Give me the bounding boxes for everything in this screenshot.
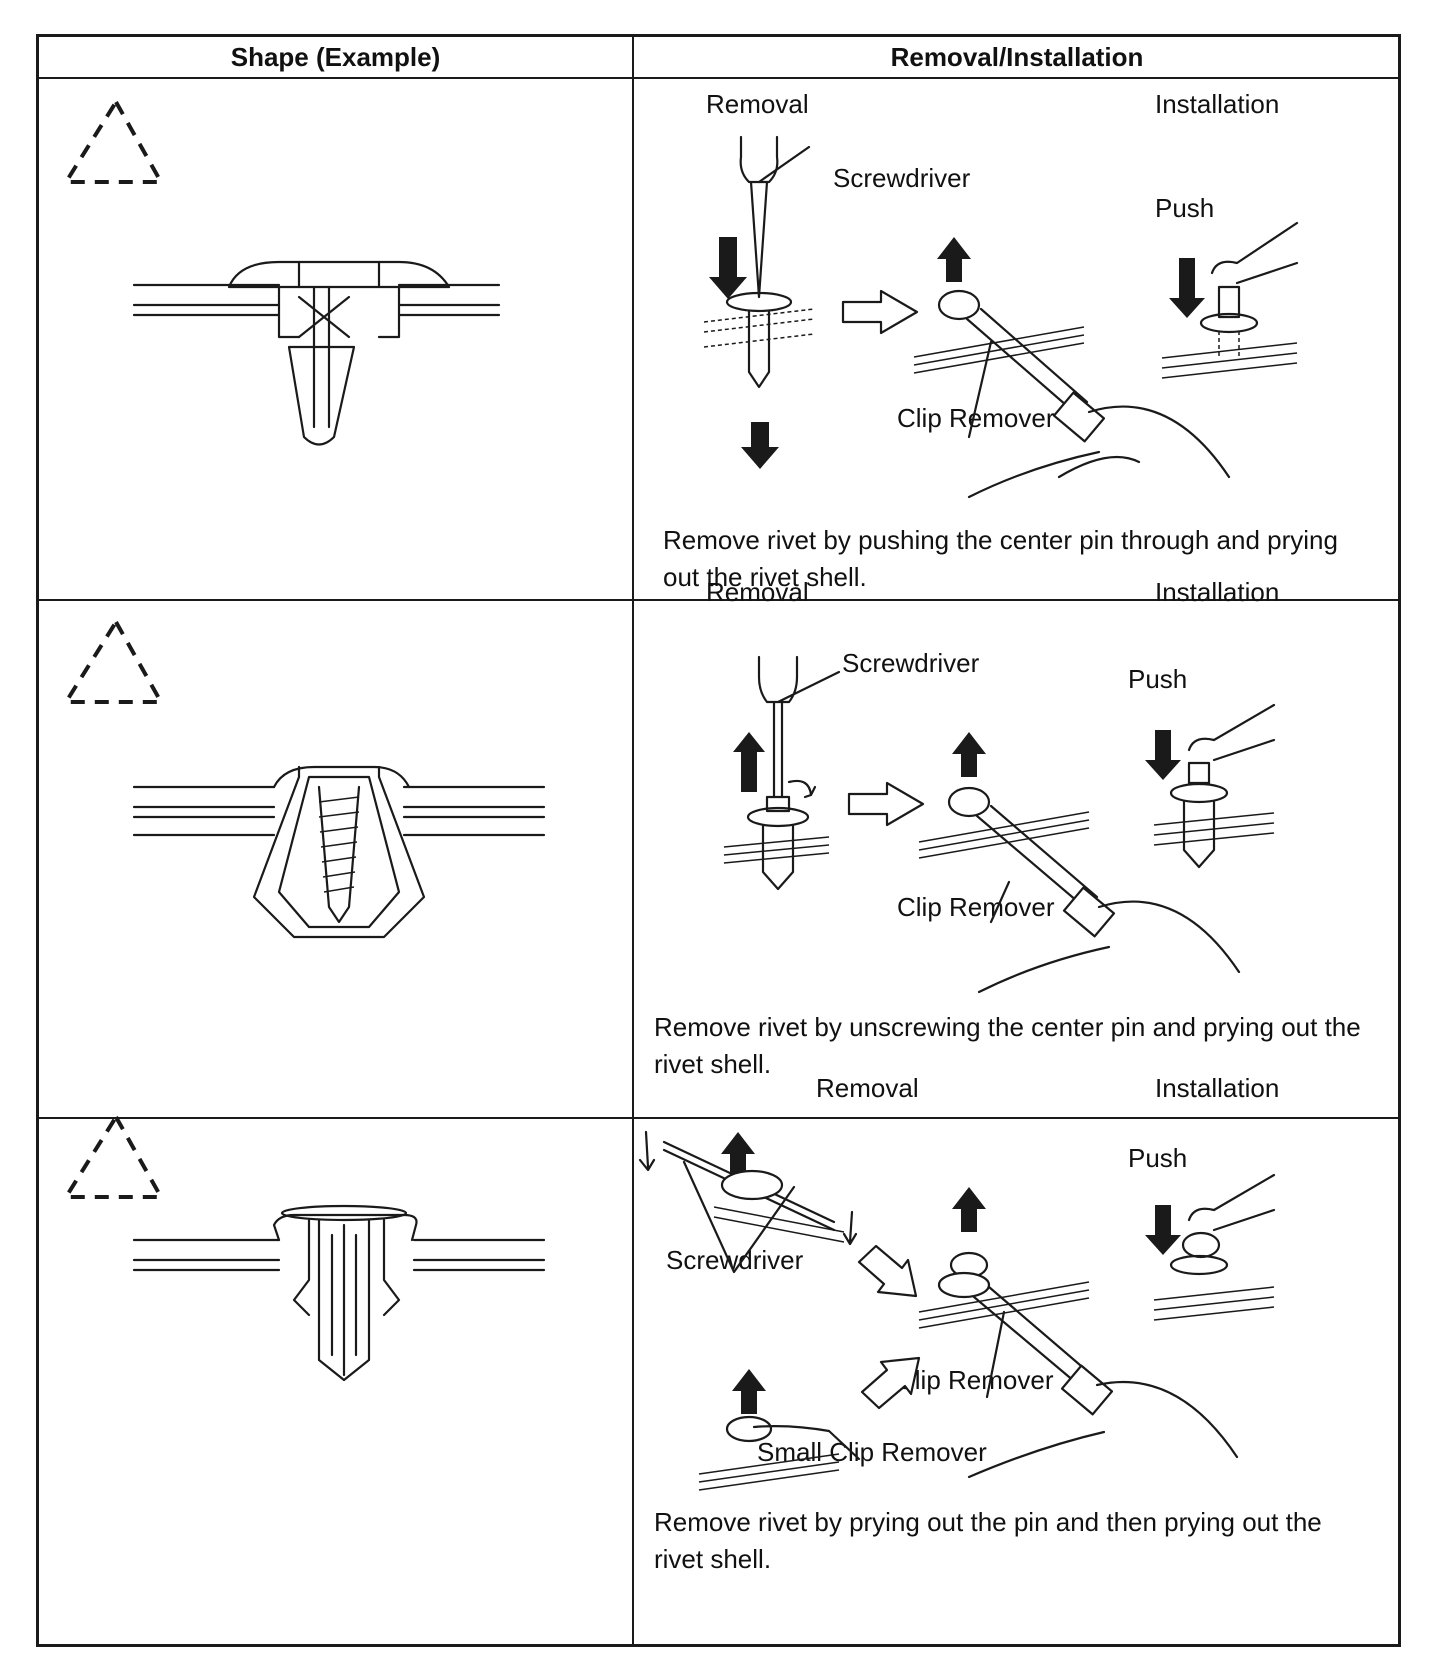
- description-row-1: Remove rivet by pushing the center pin t…: [663, 525, 1338, 592]
- removal-illustration-2: [723, 655, 841, 891]
- clip-remover-illustration-1: [913, 237, 1231, 499]
- arrow-right-icon: [841, 289, 919, 335]
- row-divider-1: [39, 599, 1398, 601]
- rivet-screw-type-diagram: [132, 765, 546, 939]
- header-shape: Shape (Example): [230, 42, 441, 72]
- header-divider: [39, 77, 1398, 79]
- removal-illustration-1: [703, 135, 815, 469]
- small-clip-remover-illustration-3: [698, 1369, 861, 1491]
- installation-illustration-1: [1161, 221, 1299, 379]
- column-divider: [632, 37, 634, 1644]
- label-push-1: Push: [1155, 193, 1215, 223]
- label-installation-2: Installation: [1155, 577, 1280, 607]
- rivet-push-type-diagram: [132, 260, 501, 446]
- row-divider-2: [39, 1117, 1398, 1119]
- label-installation-1: Installation: [1155, 89, 1280, 119]
- installation-illustration-2: [1145, 703, 1276, 869]
- arrow-diagonal-down-icon: [857, 1244, 918, 1298]
- warning-triangle-icon: [62, 618, 165, 704]
- clip-remover-illustration-3: [918, 1187, 1239, 1479]
- label-small-clip-remover-3: Small Clip Remover: [757, 1437, 987, 1467]
- rivet-table: Shape (Example) Removal/Installation Rem…: [36, 34, 1401, 1647]
- label-clip-remover-3: Clip Remover: [896, 1365, 1054, 1395]
- description-row-3: Remove rivet by prying out the pin and t…: [654, 1507, 1322, 1574]
- installation-illustration-3: [1145, 1173, 1276, 1321]
- header-procedure: Removal/Installation: [890, 42, 1144, 72]
- arrow-right-icon: [847, 781, 925, 827]
- label-removal-1: Removal: [706, 89, 809, 119]
- removal-illustration-3: [638, 1130, 858, 1274]
- description-row-2: Remove rivet by unscrewing the center pi…: [654, 1012, 1361, 1079]
- warning-triangle-icon: [62, 98, 165, 184]
- arrow-diagonal-up-icon: [860, 1356, 921, 1410]
- clip-remover-illustration-2: [918, 732, 1241, 994]
- label-push-2: Push: [1128, 664, 1188, 694]
- label-removal-3: Removal: [816, 1073, 919, 1103]
- rivet-pin-type-diagram: [132, 1204, 546, 1382]
- label-screwdriver-1: Screwdriver: [833, 163, 971, 193]
- label-removal-2: Removal: [706, 577, 809, 607]
- warning-triangle-icon: [62, 1113, 165, 1199]
- label-push-3: Push: [1128, 1143, 1188, 1173]
- label-clip-remover-2: Clip Remover: [897, 892, 1055, 922]
- label-installation-3: Installation: [1155, 1073, 1280, 1103]
- label-screwdriver-2: Screwdriver: [842, 648, 980, 678]
